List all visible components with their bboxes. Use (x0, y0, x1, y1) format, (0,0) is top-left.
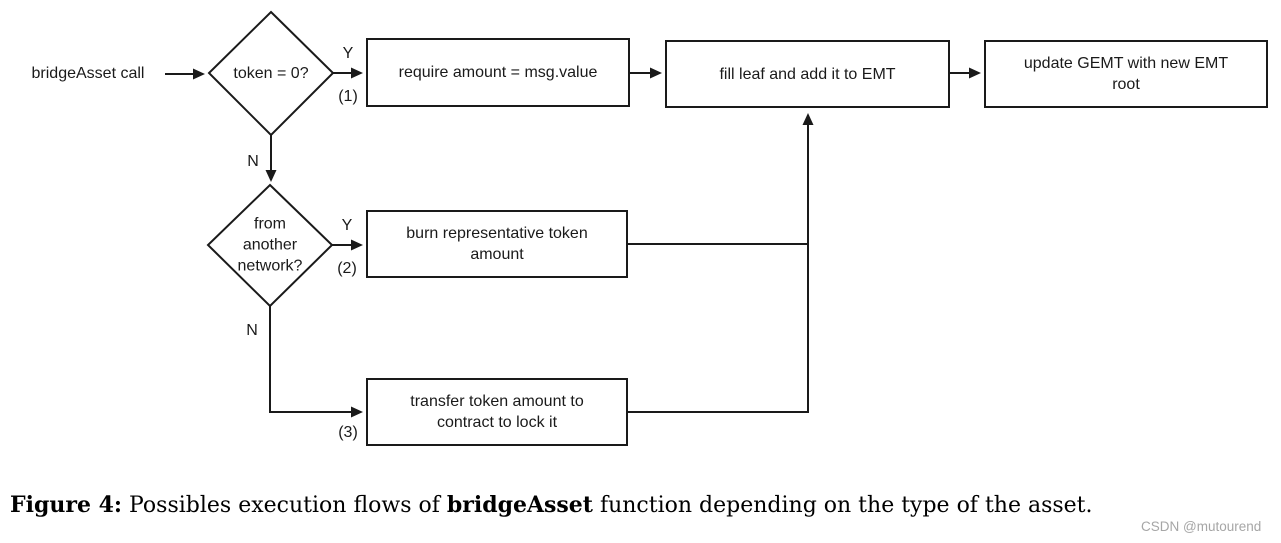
process-box-update-gemt: update GEMT with new EMT root (984, 40, 1268, 108)
figure-caption-function-name: bridgeAsset (446, 492, 593, 518)
branch-step-3: (3) (338, 424, 358, 441)
branch-no-1: N (247, 153, 259, 170)
decision1-label: token = 0? (233, 65, 309, 82)
process-box-transfer-label: transfer token amount to contract to loc… (410, 393, 584, 431)
process-box-fill-leaf: fill leaf and add it to EMT (665, 40, 950, 108)
branch-yes-1: Y (342, 45, 354, 62)
watermark: CSDN @mutourend (1141, 519, 1262, 534)
decision1-diamond (207, 10, 335, 137)
process-box-burn-label: burn representative token amount (406, 225, 588, 263)
figure-caption: Figure 4: Possibles execution flows of b… (10, 492, 1093, 519)
decision2-label: from another network? (237, 215, 303, 275)
figure-caption-text-after: function depending on the type of the as… (592, 493, 1093, 518)
process-box-burn: burn representative token amount (366, 210, 628, 278)
start-label: bridgeAsset call (31, 65, 145, 82)
branch-step-1: (1) (338, 88, 358, 105)
figure-caption-number: Figure 4: (10, 492, 123, 518)
process-box-transfer: transfer token amount to contract to loc… (366, 378, 628, 446)
process-box-update-gemt-label: update GEMT with new EMT root (1023, 55, 1229, 93)
branch-yes-2: Y (341, 217, 353, 234)
process-box-fill-leaf-label: fill leaf and add it to EMT (719, 65, 896, 83)
process-box-require-label: require amount = msg.value (398, 64, 598, 81)
arrow-join-to-fillleaf (628, 113, 814, 413)
branch-no-2: N (246, 322, 258, 339)
figure-caption-text-before: Possibles execution flows of (122, 493, 447, 518)
branch-step-2: (2) (337, 260, 357, 277)
decision2-diamond (206, 183, 334, 308)
arrow-decision2-to-transfer (269, 306, 363, 418)
process-box-require: require amount = msg.value (366, 38, 630, 107)
